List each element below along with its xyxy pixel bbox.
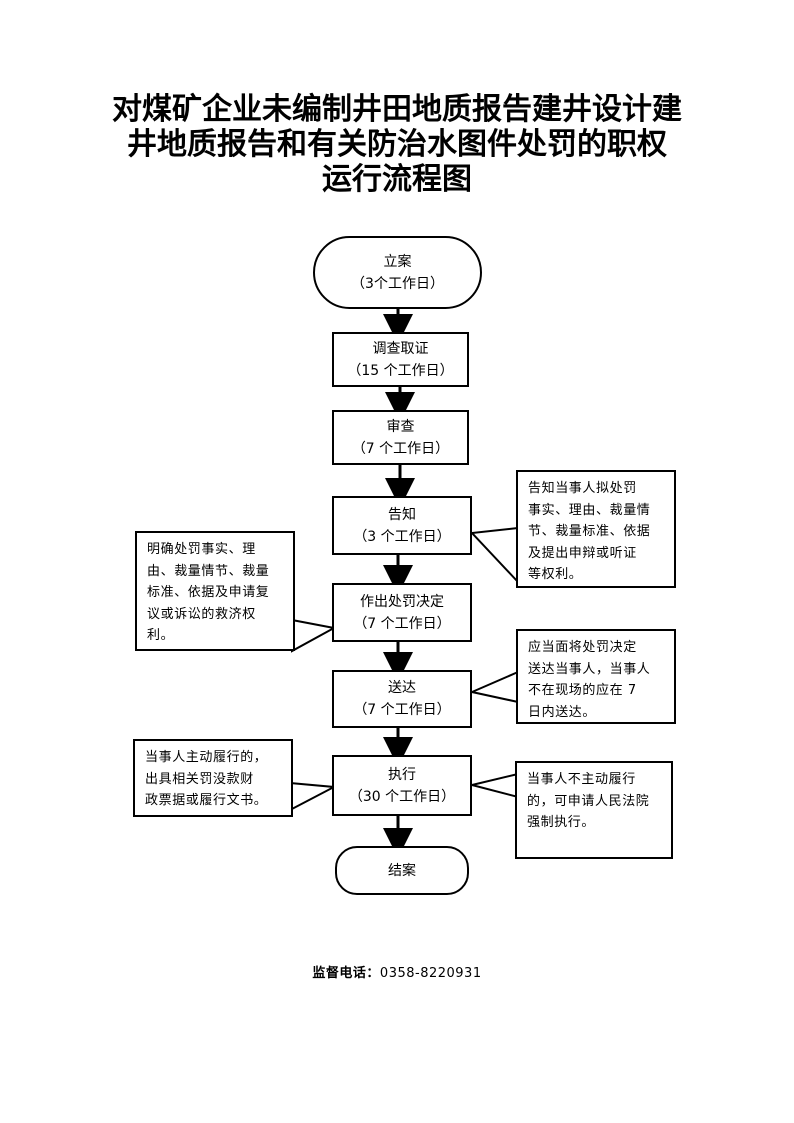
step-label: 执行	[388, 766, 416, 783]
phone-label: 监督电话：	[312, 966, 380, 981]
page-title: 对煤矿企业未编制井田地质报告建井设计建 井地质报告和有关防治水图件处罚的职权 运…	[0, 92, 794, 197]
note-delivery-rule: 应当面将处罚决定 送达当事人，当事人 不在现场的应在 7 日内送达。	[516, 629, 676, 724]
step-duration: （7 个工作日）	[353, 702, 451, 718]
callout-pointer-execute-no	[471, 772, 519, 799]
step-close-case: 结案	[335, 846, 469, 895]
step-label: 审查	[386, 418, 415, 435]
step-duration: （7 个工作日）	[353, 615, 451, 632]
step-label: 结案	[388, 862, 416, 879]
title-line-1: 对煤矿企业未编制井田地质报告建井设计建	[112, 92, 682, 127]
note-voluntary-execution: 当事人主动履行的， 出具相关罚没款财 政票据或履行文书。	[133, 739, 293, 817]
step-notify: 告知 （3 个工作日）	[332, 496, 472, 555]
step-duration: （3个工作日）	[351, 275, 444, 292]
step-execute: 执行 （30 个工作日）	[332, 755, 472, 816]
note-decision-content: 明确处罚事实、理 由、裁量情节、裁量 标准、依据及申请复 议或诉讼的救济权 利。	[135, 531, 295, 651]
step-file-case: 立案 （3个工作日）	[313, 236, 482, 309]
step-duration: （3 个工作日）	[353, 528, 451, 545]
supervision-phone: 监督电话：0358-8220931	[0, 962, 794, 981]
step-duration: （15 个工作日）	[347, 362, 454, 379]
callout-pointer-delivery	[468, 670, 519, 704]
callout-pointer-notify	[469, 526, 519, 585]
note-notify-rights: 告知当事人拟处罚 事实、理由、裁量情 节、裁量标准、依据 及提出申辩或听证 等权…	[516, 470, 676, 588]
step-duration: （7 个工作日）	[351, 440, 450, 457]
title-line-3: 运行流程图	[322, 162, 472, 197]
step-label: 告知	[388, 506, 416, 523]
step-label: 立案	[383, 253, 412, 270]
step-delivery: 送达 （7 个工作日）	[332, 670, 472, 728]
phone-number: 0358-8220931	[379, 966, 482, 981]
step-label: 送达	[388, 680, 416, 696]
step-investigation: 调查取证 （15 个工作日）	[332, 332, 469, 387]
step-decision: 作出处罚决定 （7 个工作日）	[332, 583, 472, 642]
callout-pointer-decision	[291, 618, 337, 653]
step-duration: （30 个工作日）	[348, 788, 456, 805]
title-line-2: 井地质报告和有关防治水图件处罚的职权	[127, 127, 667, 162]
note-enforced-execution: 当事人不主动履行 的，可申请人民法院 强制执行。	[515, 761, 673, 859]
step-label: 调查取证	[372, 340, 429, 357]
step-review: 审查 （7 个工作日）	[332, 410, 469, 465]
callout-pointer-execute-yes	[289, 781, 338, 812]
step-label: 作出处罚决定	[360, 593, 444, 610]
